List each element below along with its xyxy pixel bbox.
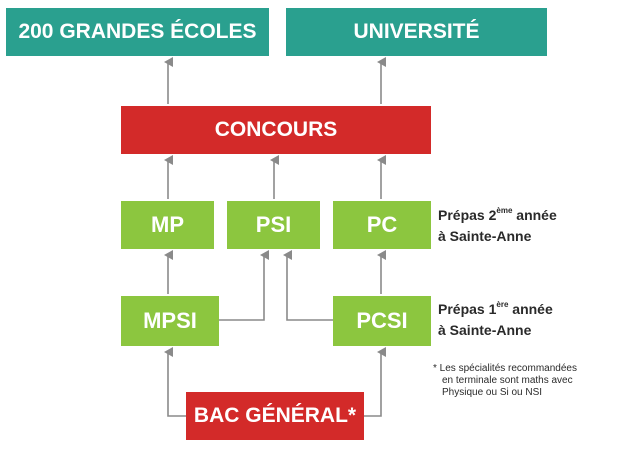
universite-box: UNIVERSITÉ (286, 8, 547, 56)
year1-caption: Prépas 1ère année à Sainte-Anne (438, 300, 553, 338)
pc-box: PC (333, 201, 431, 249)
concours-box: CONCOURS (121, 106, 431, 154)
universite-label: UNIVERSITÉ (353, 20, 480, 43)
mp-label: MP (151, 212, 184, 237)
arrow-pcsi-to-psi (283, 250, 333, 321)
psi-label: PSI (255, 212, 292, 237)
arrow-bac-to-pcsi (364, 347, 386, 417)
arrow-bac-to-mpsi (164, 347, 186, 417)
footnote: * Les spécialités recommandées en termin… (433, 363, 577, 398)
mpsi-label: MPSI (143, 308, 197, 333)
year2-caption: Prépas 2ème année à Sainte-Anne (438, 206, 557, 244)
psi-box: PSI (227, 201, 320, 249)
grandes-ecoles-box: 200 GRANDES ÉCOLES (6, 8, 269, 56)
pcsi-label: PCSI (356, 308, 408, 333)
bac-general-label: BAC GÉNÉRAL* (193, 404, 357, 427)
arrow-mpsi-to-psi (219, 250, 269, 321)
bac-general-box: BAC GÉNÉRAL* (186, 392, 364, 440)
pc-label: PC (366, 212, 398, 237)
grandes-ecoles-label: 200 GRANDES ÉCOLES (18, 20, 257, 43)
pcsi-box: PCSI (333, 296, 431, 346)
concours-label: CONCOURS (214, 118, 338, 141)
mpsi-box: MPSI (121, 296, 219, 346)
mp-box: MP (121, 201, 214, 249)
